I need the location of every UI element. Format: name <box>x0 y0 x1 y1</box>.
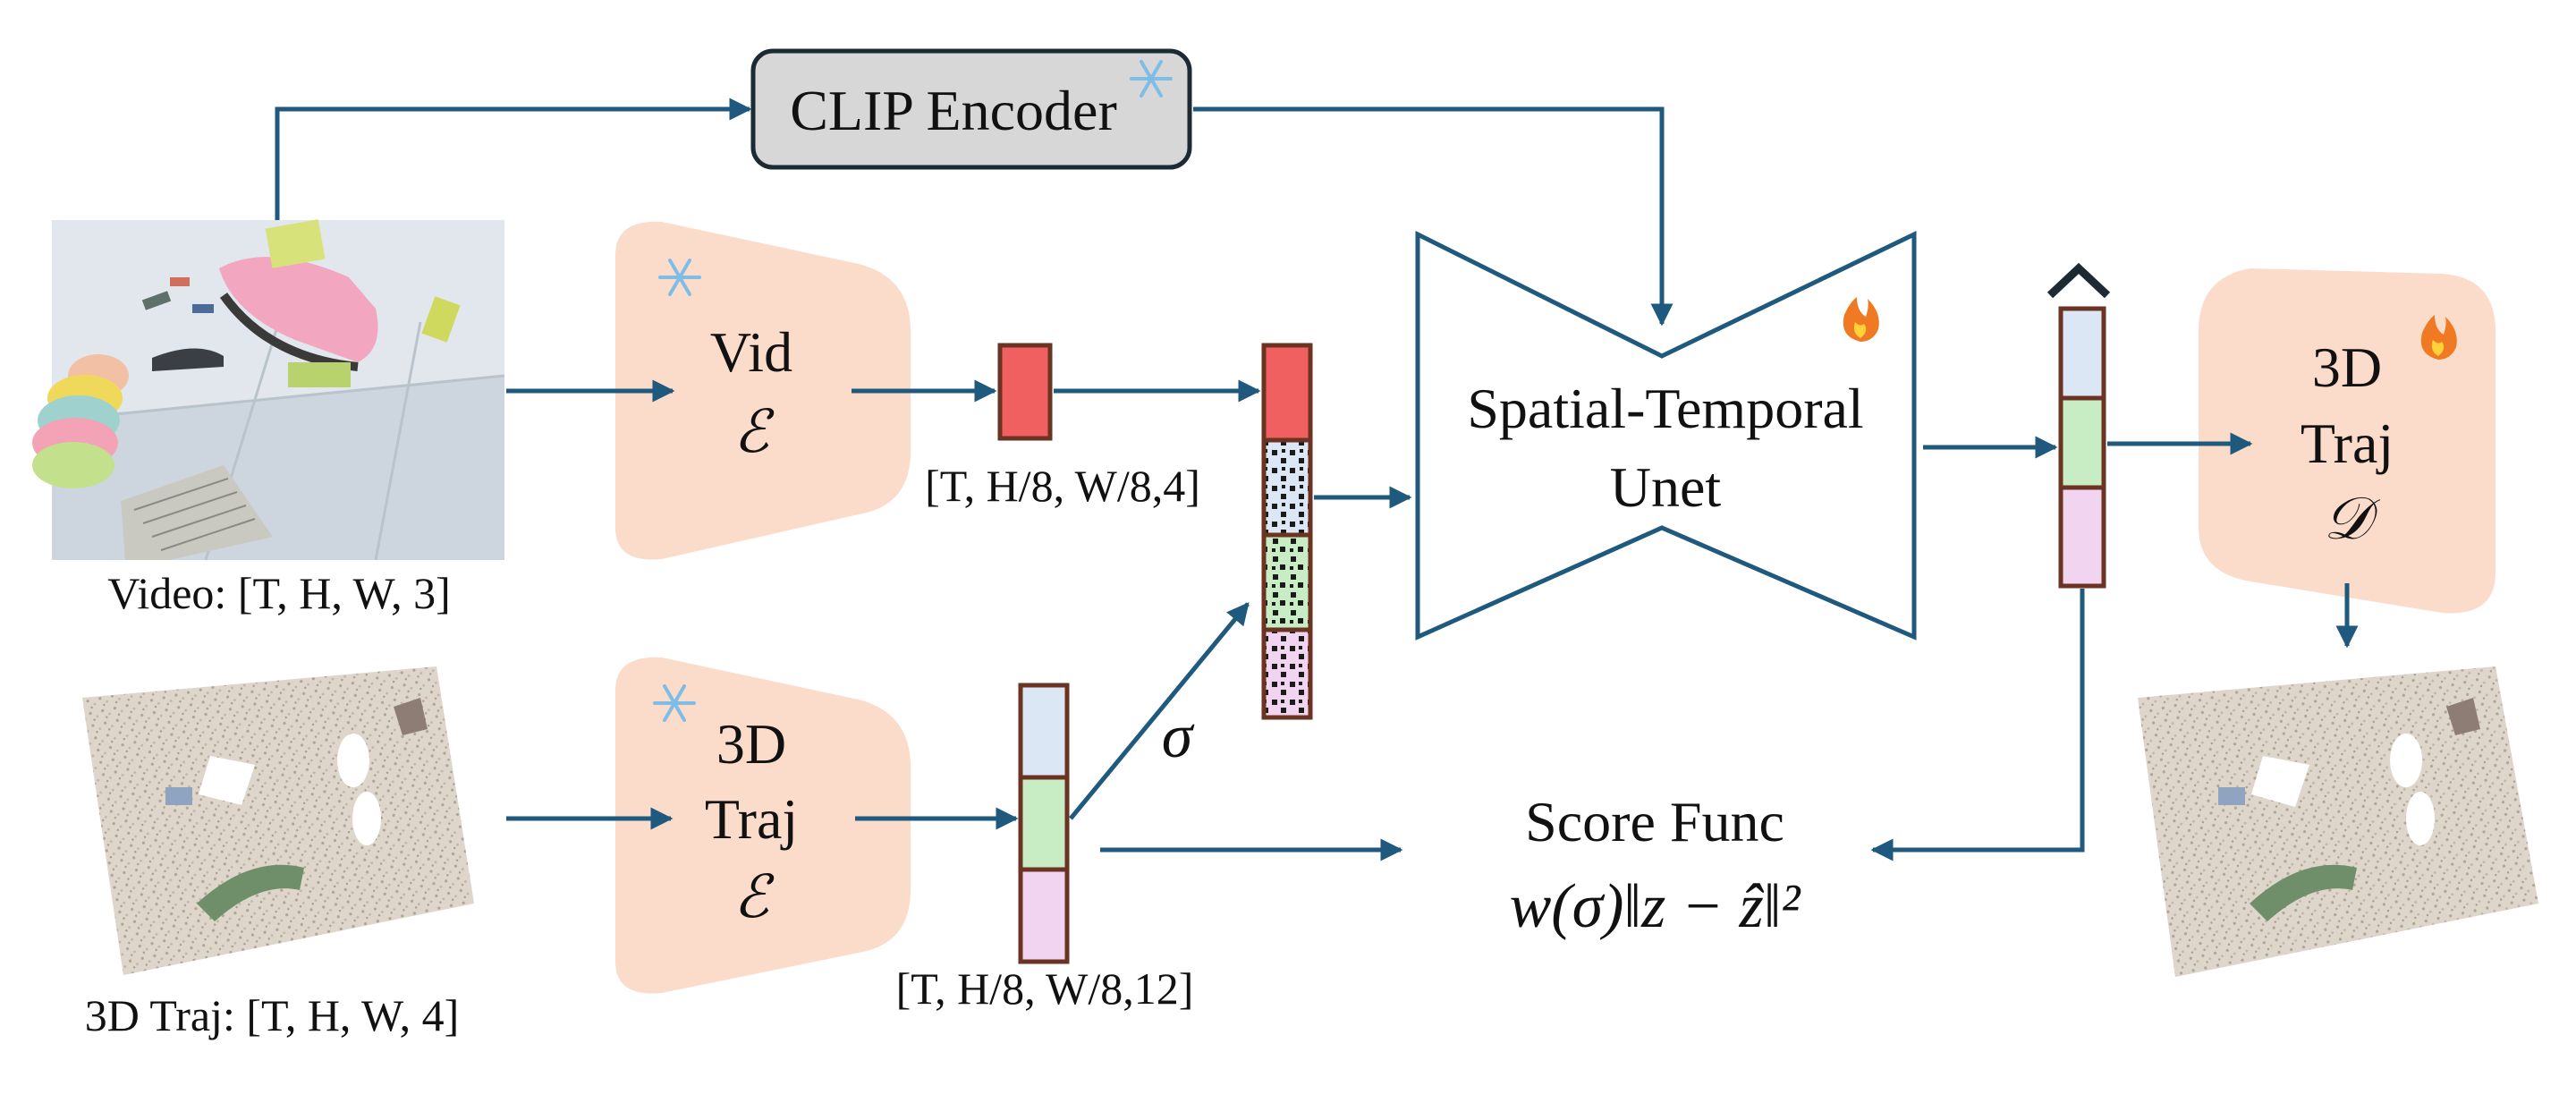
trajectory-decoder-block <box>2199 268 2496 614</box>
concatenated-latent-stack <box>1261 343 1313 720</box>
trajectory-encoder-symbol: ℰ <box>733 862 775 931</box>
video-encoder-snowflake-icon <box>658 259 701 296</box>
trajectory-encoder-title: 3D <box>716 712 786 776</box>
trajectory-shape-label: 3D Traj: [T, H, W, 4] <box>85 990 460 1040</box>
video-encoder-block <box>615 221 911 560</box>
arrows <box>275 98 2359 861</box>
unet-block: Spatial-Temporal Unet <box>1415 230 1917 641</box>
trajectory-decoder-title: 3D <box>2312 335 2382 399</box>
input-video-image <box>32 219 505 561</box>
video-encoder-symbol: ℰ <box>733 397 775 466</box>
unet-fire-icon <box>1843 297 1879 342</box>
clip-encoder-label: CLIP Encoder <box>790 79 1117 142</box>
video-encoder-title: Vid <box>710 320 792 384</box>
trajectory-latent-shape-label: [T, H/8, W/8,12] <box>896 963 1194 1014</box>
decoder-fire-icon <box>2420 315 2457 360</box>
trajectory-decoder-subtitle: Traj <box>2301 412 2394 475</box>
trajectory-encoder-block <box>615 657 911 994</box>
trajectory-encoder-snowflake-icon <box>653 684 696 722</box>
clip-encoder-block: CLIP Encoder <box>750 48 1192 170</box>
trajectory-encoder-subtitle: Traj <box>705 787 798 851</box>
score-function-title: Score Func <box>1525 790 1784 853</box>
unet-subtitle: Unet <box>1610 455 1722 519</box>
input-trajectory-pointcloud <box>82 666 474 975</box>
video-latent-block <box>997 343 1053 441</box>
sigma-label: σ <box>1162 702 1195 771</box>
score-function-formula: w(σ)‖z − ẑ‖² <box>1510 872 1801 941</box>
clip-snowflake-icon <box>1130 60 1173 98</box>
video-latent-shape-label: [T, H/8, W/8,4] <box>925 461 1200 511</box>
unet-title: Spatial-Temporal <box>1467 377 1863 440</box>
video-shape-label: Video: [T, H, W, 3] <box>107 568 451 618</box>
output-trajectory-pointcloud <box>2138 666 2538 977</box>
denoised-latent-stack <box>2046 262 2111 589</box>
trajectory-latent-stack <box>1018 683 1070 964</box>
